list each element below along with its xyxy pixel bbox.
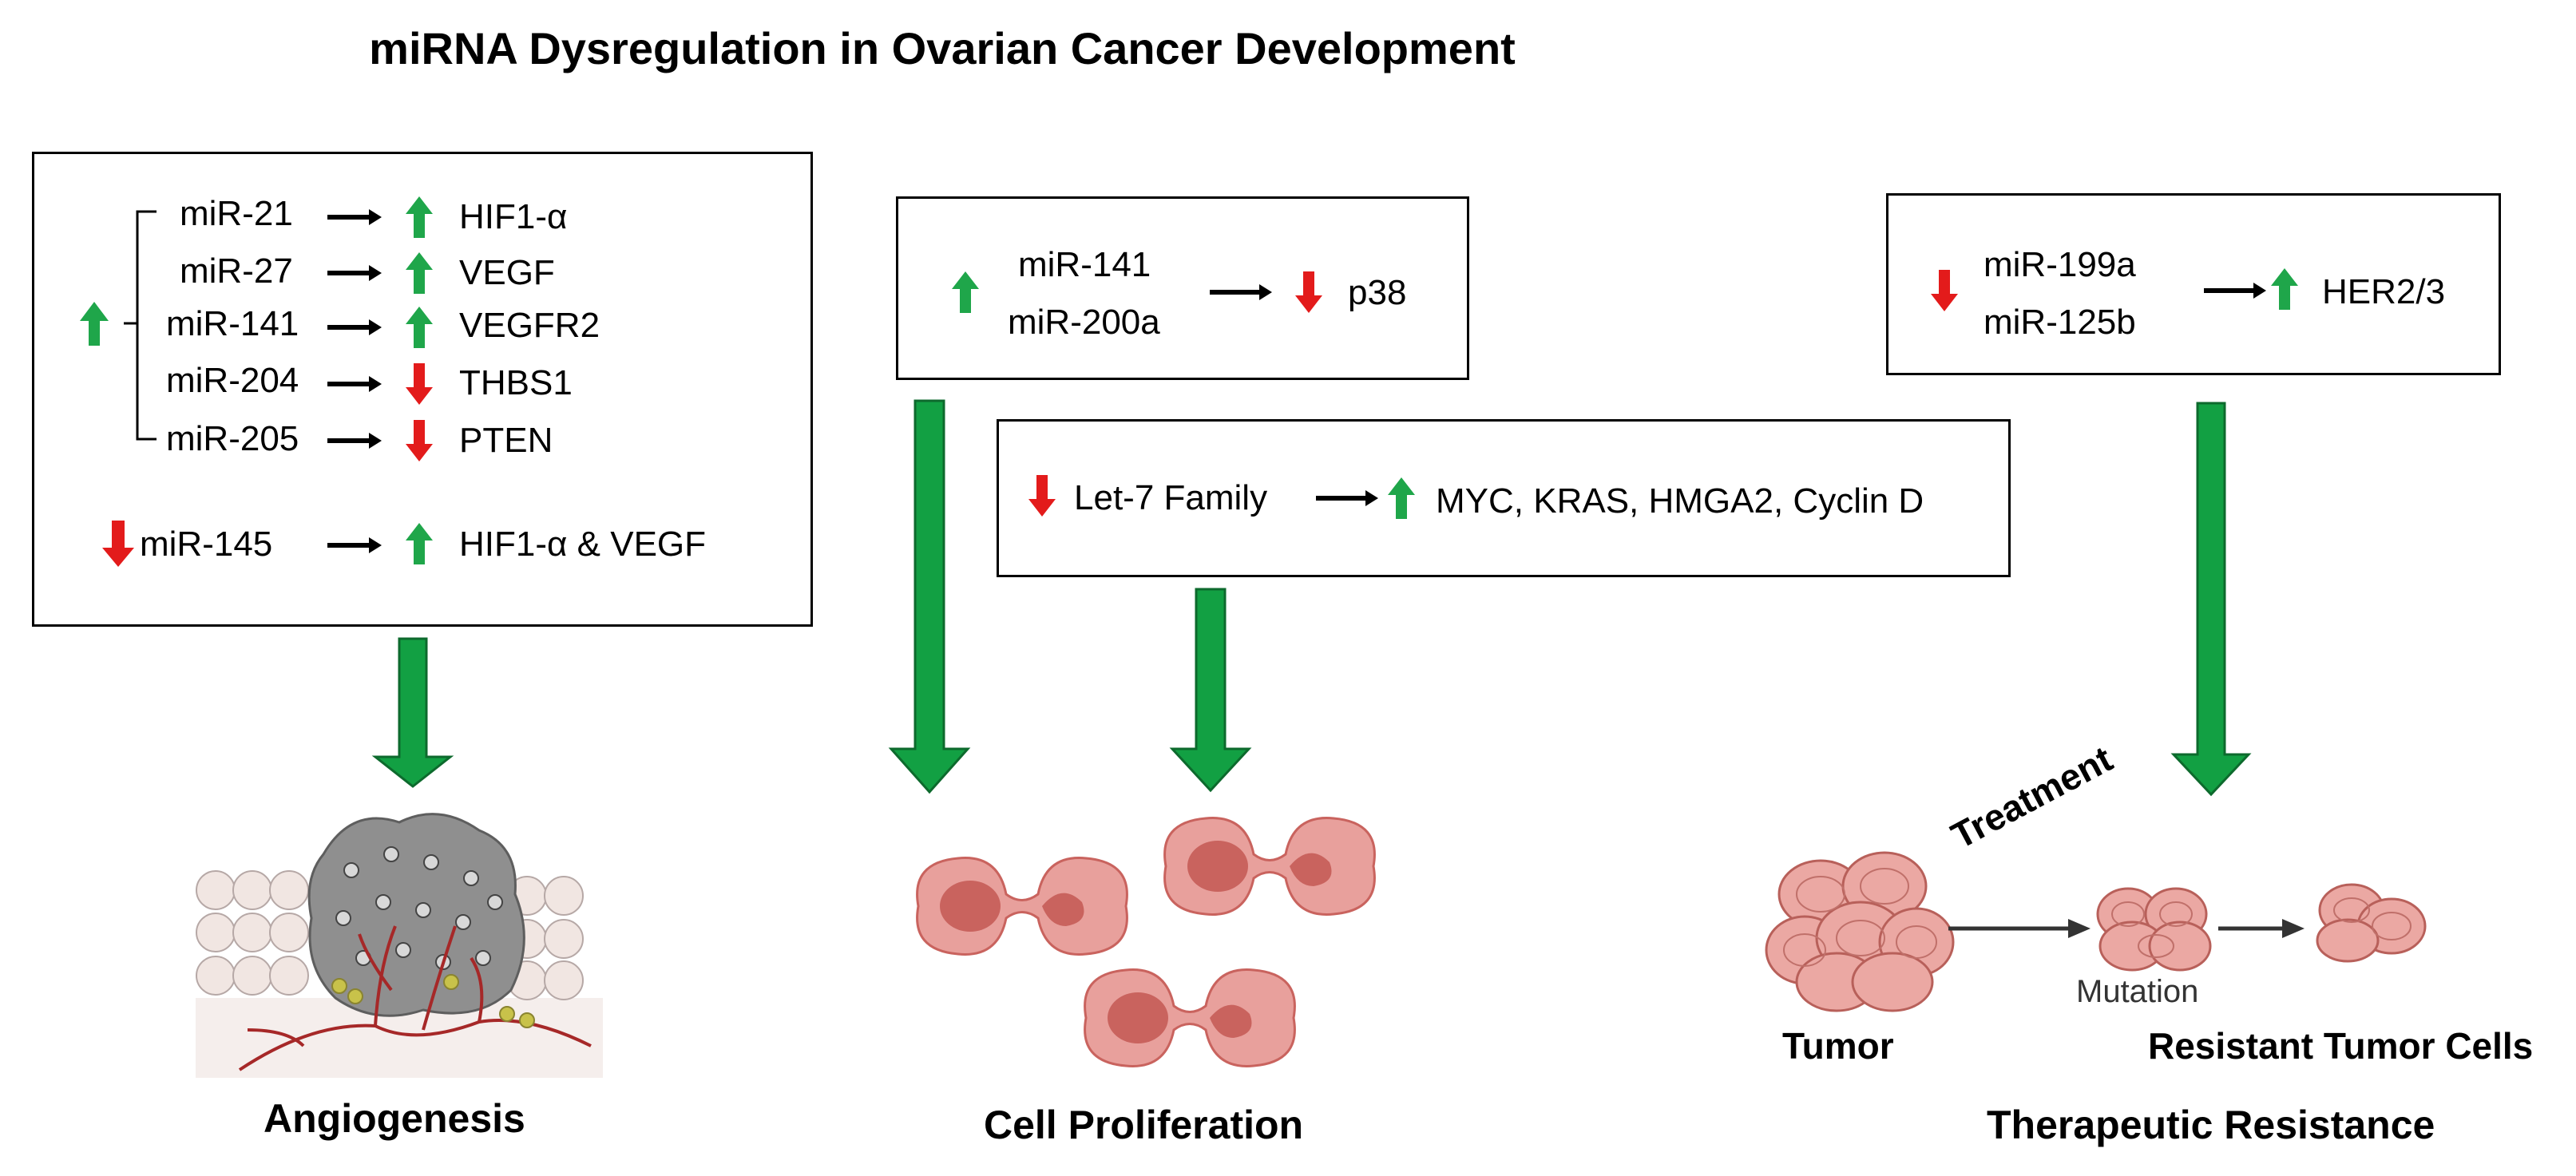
- down-arrow-icon: [1295, 271, 1322, 313]
- proliferation-box-2: [997, 419, 2011, 577]
- up-arrow-icon: [406, 523, 433, 564]
- let7-targets: MYC, KRAS, HMGA2, Cyclin D: [1436, 481, 1924, 521]
- down-arrow-icon: [102, 521, 134, 567]
- resistant-tumor-cells-label: Resistant Tumor Cells: [2148, 1025, 2534, 1067]
- tumor-cluster-illustration: [1765, 851, 1955, 1012]
- angio-row-1-target: HIF1-α: [459, 197, 568, 236]
- resist-mirna-2: miR-125b: [1984, 303, 2136, 342]
- let7-label: Let-7 Family: [1074, 478, 1268, 517]
- angio-row-2-target: VEGF: [459, 253, 555, 292]
- angio-row-4-mirna: miR-204: [166, 361, 299, 400]
- angiogenesis-illustration: [196, 813, 603, 1078]
- resistance-box: [1886, 193, 2501, 375]
- group-up-arrow-icon: [80, 302, 109, 346]
- angio-row-3-target: VEGFR2: [459, 306, 600, 345]
- up-arrow-icon: [1388, 477, 1415, 519]
- angio-row-1-mirna: miR-21: [180, 194, 293, 233]
- angio-row-5-target: PTEN: [459, 421, 553, 460]
- black-arrow: [2204, 283, 2266, 299]
- angio-row-5-mirna: miR-205: [166, 419, 299, 458]
- prolif-target-1: p38: [1348, 273, 1407, 312]
- down-arrow-icon: [1028, 475, 1056, 517]
- mutation-label: Mutation: [2076, 974, 2199, 1009]
- black-arrow: [1316, 490, 1378, 506]
- resistant-cells-illustration: [2316, 883, 2427, 963]
- down-arrow-icon: [406, 420, 433, 461]
- dividing-cell-illustration: [1084, 968, 1296, 1067]
- up-arrow-icon: [406, 252, 433, 294]
- up-arrow-icon: [2271, 268, 2298, 310]
- proliferation-box-1: [896, 196, 1469, 380]
- up-arrow-icon: [406, 196, 433, 238]
- cell-proliferation-label: Cell Proliferation: [984, 1103, 1304, 1147]
- dividing-cell-illustration: [1163, 817, 1376, 916]
- up-arrow-icon: [952, 271, 979, 313]
- mir145-label: miR-145: [140, 525, 273, 564]
- angio-row-4-target: THBS1: [459, 363, 573, 402]
- down-arrow-icon: [406, 363, 433, 405]
- prolif-mirna-1: miR-141: [1018, 245, 1151, 284]
- therapeutic-resistance-label: Therapeutic Resistance: [1987, 1103, 2435, 1147]
- angiogenesis-label: Angiogenesis: [264, 1096, 525, 1141]
- treatment-arrow: [1948, 919, 2091, 938]
- resist-mirna-1: miR-199a: [1984, 245, 2136, 284]
- mutation-arrow: [2218, 919, 2305, 938]
- prolif-mirna-2: miR-200a: [1008, 303, 1160, 342]
- angio-row-3-mirna: miR-141: [166, 304, 299, 343]
- up-arrow-icon: [406, 307, 433, 348]
- black-arrow: [1210, 284, 1272, 300]
- resist-target: HER2/3: [2322, 272, 2446, 311]
- dividing-cell-illustration: [916, 857, 1128, 956]
- diagram-title: miRNA Dysregulation in Ovarian Cancer De…: [369, 23, 1516, 73]
- mir145-target: HIF1-α & VEGF: [459, 525, 707, 564]
- down-arrow-icon: [1931, 270, 1958, 311]
- angio-row-2-mirna: miR-27: [180, 251, 293, 291]
- tumor-label: Tumor: [1782, 1025, 1894, 1067]
- small-cluster-illustration: [2096, 887, 2212, 972]
